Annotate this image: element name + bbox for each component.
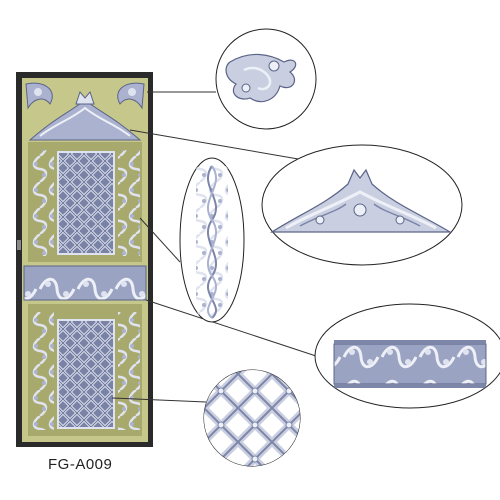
door-lower-scroll-left: [32, 312, 54, 430]
door-hinge: [17, 240, 21, 250]
lattice-grille-detail-icon: [204, 370, 300, 466]
door-lower-scroll-right: [118, 312, 140, 430]
door-crest-arch: [28, 90, 142, 141]
door-corner-ornament-left: [25, 82, 53, 110]
crest-arch-detail-icon: [269, 168, 453, 233]
door-frieze-band: [23, 265, 147, 301]
callout-corner-ornament: [215, 28, 317, 130]
callout-frieze-band: [314, 303, 500, 409]
leader-line-crest: [129, 129, 305, 161]
door-lower-lattice: [57, 319, 115, 429]
corner-ornament-detail-icon: [225, 53, 297, 103]
product-code-label: FG-A009: [48, 456, 113, 473]
leader-line-frieze: [145, 299, 317, 357]
callout-lattice-grille: [203, 369, 301, 467]
door-upper-lattice: [57, 151, 115, 255]
door-upper-panel: [28, 142, 142, 262]
leader-line-lattice: [111, 397, 207, 403]
door-upper-scroll-right: [118, 150, 140, 256]
callout-crest-arch: [261, 144, 463, 266]
leader-lines: [111, 91, 317, 403]
door-corner-ornament-right: [117, 82, 145, 110]
frieze-band-detail-icon: [333, 340, 487, 388]
door-upper-scroll-left: [32, 150, 54, 256]
leader-line-scroll: [139, 217, 181, 263]
vertical-scroll-detail-icon: [196, 165, 228, 319]
door: [16, 72, 153, 447]
door-lower-panel: [28, 304, 142, 436]
callout-vertical-scroll: [179, 157, 245, 323]
